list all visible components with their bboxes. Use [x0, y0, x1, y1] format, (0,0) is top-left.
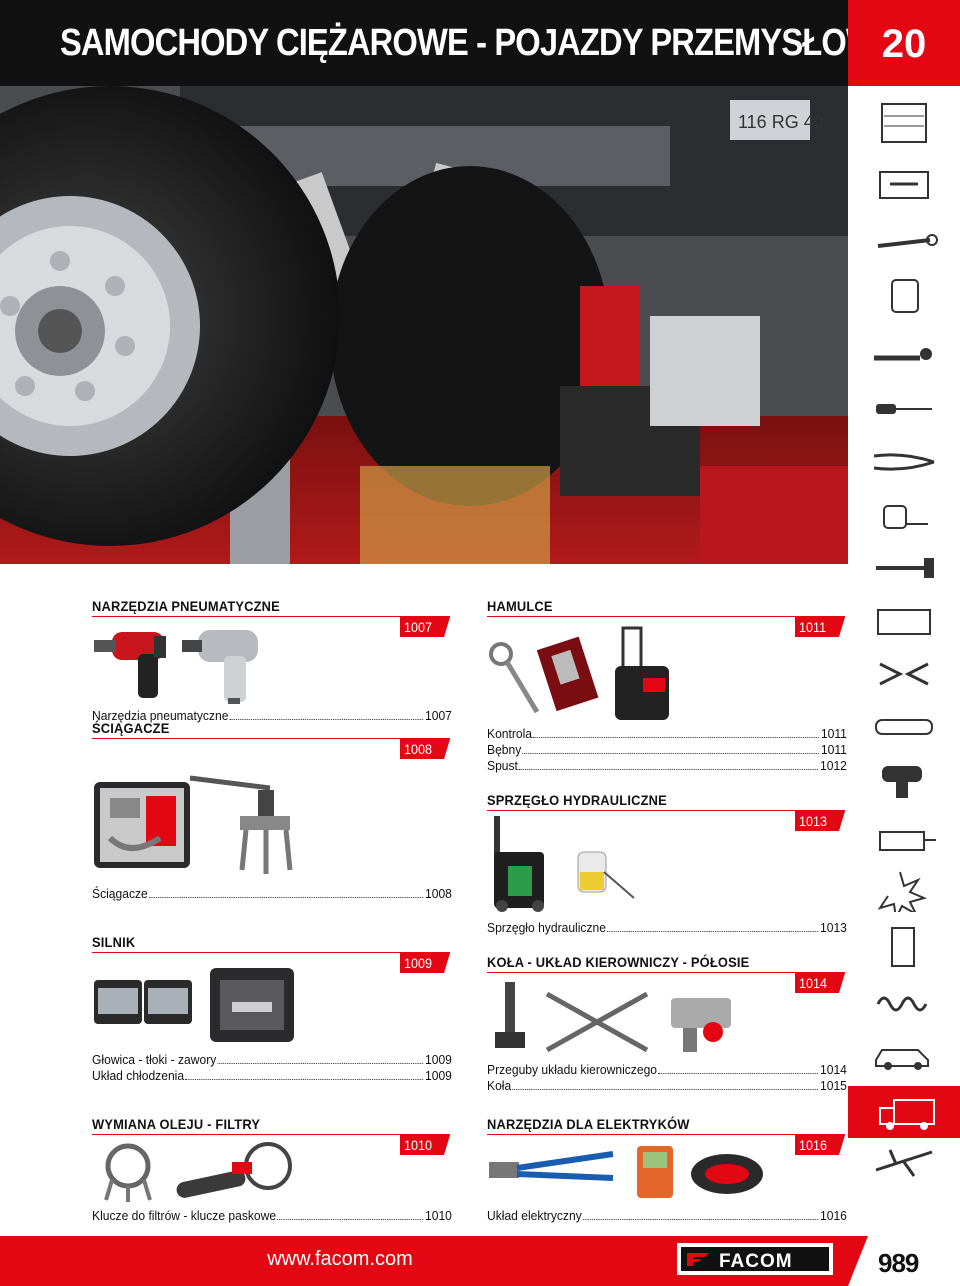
- page-tag-1013[interactable]: 1013: [795, 811, 845, 831]
- car-icon[interactable]: [870, 1030, 940, 1074]
- chapter-badge: 20: [848, 0, 960, 86]
- electrical-icon[interactable]: [870, 924, 940, 968]
- section-title-engine: SILNIK: [92, 934, 136, 950]
- section-title-pullers: ŚCIĄGACZE: [92, 720, 170, 736]
- impact-wrench-image: [92, 618, 272, 709]
- piston-ring-tools-image: [92, 966, 302, 1051]
- section-divider: [487, 972, 845, 973]
- puller-set-image: [90, 768, 320, 883]
- truck-icon[interactable]: [848, 1086, 960, 1138]
- spring-icon[interactable]: [870, 982, 940, 1026]
- page-tag-1008[interactable]: 1008: [400, 739, 450, 759]
- hacksaw-icon[interactable]: [870, 600, 940, 644]
- screwdriver-icon[interactable]: [870, 386, 940, 430]
- hero-photo-truck-lift: 116 RG 40: [0, 86, 848, 564]
- section-title-brakes: HAMULCE: [487, 598, 553, 614]
- section-divider: [487, 1134, 845, 1135]
- puller-icon[interactable]: [870, 654, 940, 698]
- page-tag-1010[interactable]: 1010: [400, 1135, 450, 1155]
- page-title: SAMOCHODY CIĘŻAROWE - POJAZDY PRZEMYSŁOW…: [60, 22, 898, 64]
- page-tag-1007[interactable]: 1007: [400, 617, 450, 637]
- tape-measure-icon[interactable]: [870, 496, 940, 540]
- torque-tool-icon[interactable]: [870, 706, 940, 750]
- section-divider: [487, 616, 845, 617]
- page-tag-1016[interactable]: 1016: [795, 1135, 845, 1155]
- wrench-icon[interactable]: [870, 222, 940, 266]
- page-tag-1009[interactable]: 1009: [400, 953, 450, 973]
- section-title-clutch: SPRZĘGŁO HYDRAULICZNE: [487, 792, 667, 808]
- impact-wrench-icon[interactable]: [870, 758, 940, 802]
- airplane-icon[interactable]: [870, 1140, 940, 1184]
- category-sidebar: [848, 86, 960, 1236]
- section-title-electric: NARZĘDZIA DLA ELEKTRYKÓW: [487, 1116, 690, 1132]
- page-footer: www.facom.com FACOM: [0, 1236, 960, 1286]
- vise-icon[interactable]: [870, 818, 940, 862]
- license-plate: 116 RG 40: [738, 112, 824, 132]
- page-tag-1011[interactable]: 1011: [795, 617, 845, 637]
- tool-cabinet-icon[interactable]: [870, 100, 940, 144]
- wheel-tools-image: [487, 978, 747, 1063]
- section-divider: [92, 738, 450, 739]
- page-tag-1014[interactable]: 1014: [795, 973, 845, 993]
- socket-icon[interactable]: [870, 274, 940, 318]
- section-title-oil: WYMIANA OLEJU - FILTRY: [92, 1116, 261, 1132]
- facom-logo: FACOM: [677, 1242, 833, 1276]
- website-link[interactable]: www.facom.com: [267, 1248, 413, 1270]
- section-title-pneumatic: NARZĘDZIA PNEUMATYCZNE: [92, 598, 280, 614]
- drawer-icon[interactable]: [870, 164, 940, 208]
- filter-wrench-image: [92, 1140, 302, 1209]
- pliers-icon[interactable]: [870, 438, 940, 482]
- section-divider: [92, 952, 450, 953]
- hammer-icon[interactable]: [870, 546, 940, 590]
- ratchet-icon[interactable]: [870, 332, 940, 376]
- section-divider: [92, 616, 450, 617]
- section-title-wheels: KOŁA - UKŁAD KIEROWNICZY - PÓŁOSIE: [487, 954, 750, 970]
- explosion-icon[interactable]: [870, 868, 940, 922]
- chapter-number: 20: [881, 22, 927, 66]
- page-number: 989: [848, 1236, 960, 1286]
- page-header: SAMOCHODY CIĘŻAROWE - POJAZDY PRZEMYSŁOW…: [0, 0, 898, 86]
- svg-text:FACOM: FACOM: [719, 1251, 793, 1272]
- brake-tools-image: [487, 622, 687, 727]
- section-divider: [487, 810, 845, 811]
- section-divider: [92, 1134, 450, 1135]
- electrical-tools-image: [487, 1142, 777, 1207]
- clutch-bleeder-image: [484, 812, 644, 917]
